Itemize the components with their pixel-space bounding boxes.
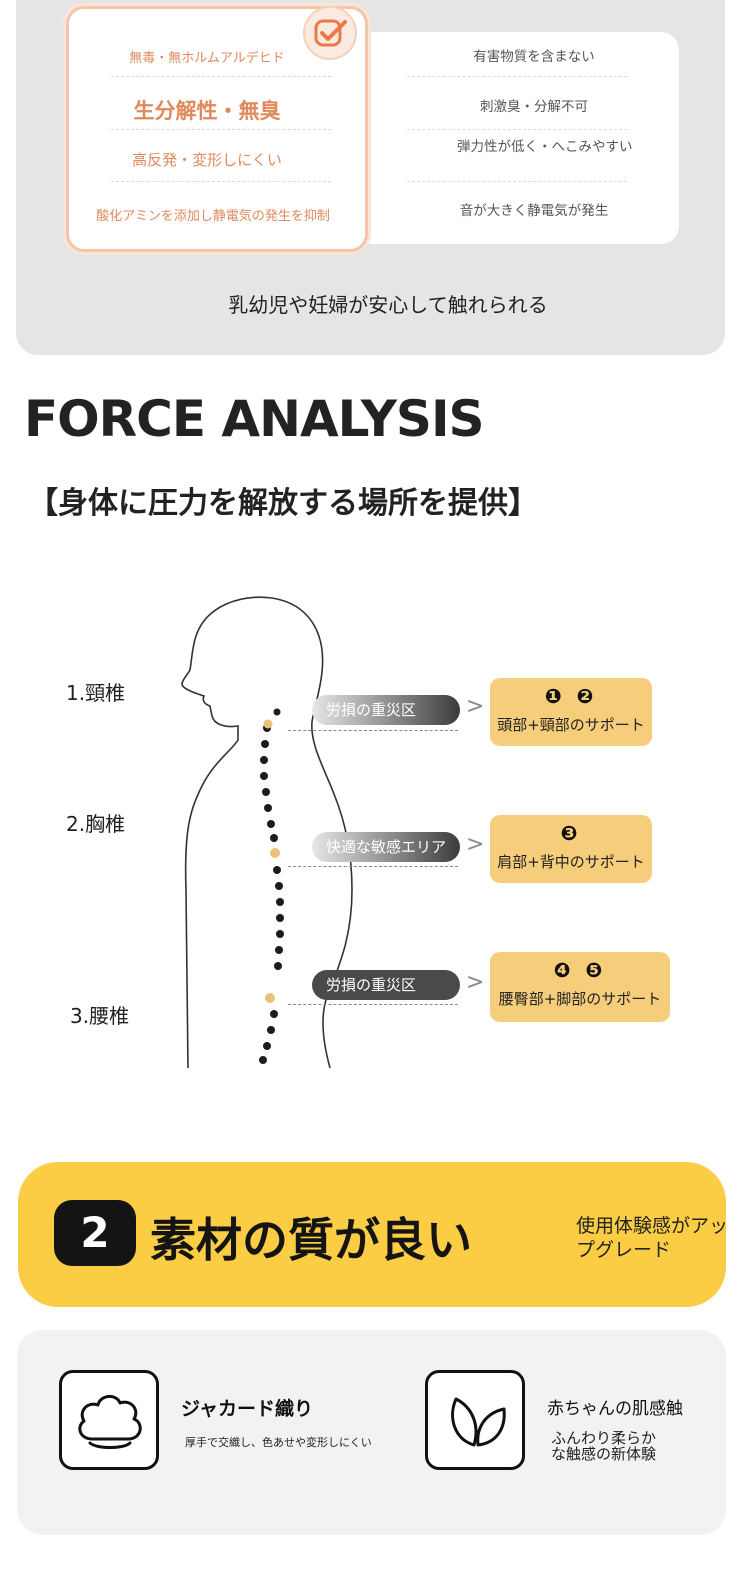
- zone-numbers: ❶ ❷: [544, 684, 598, 708]
- spine-label-thoracic: 2.胸椎: [66, 812, 126, 836]
- material-side-text: 使用体験感がアップグレード: [576, 1215, 729, 1261]
- support-box-waist-legs: ❹ ❺ 腰臀部+脚部のサポート: [490, 952, 670, 1022]
- others-item: 音が大きく静電気が発生: [459, 203, 609, 219]
- zone-pill: 快適な敏感エリア: [312, 832, 460, 862]
- others-panel: 有害物質を含まない 刺激臭・分解不可 弾力性が低く・へこみやすい 音が大きく静電…: [345, 32, 679, 244]
- feature-title-baby-skin: 赤ちゃんの肌感触: [547, 1399, 683, 1419]
- zone-numbers: ❸: [560, 821, 582, 845]
- others-item: 刺激臭・分解不可: [480, 99, 588, 115]
- arrow-icon: >: [466, 694, 485, 719]
- divider: [111, 76, 331, 77]
- divider: [407, 76, 627, 77]
- spine-label-lumbar: 3.腰椎: [70, 1004, 130, 1028]
- support-box-shoulder-back: ❸ 肩部+背中のサポート: [490, 815, 652, 883]
- feature-desc-baby-skin: ふんわり柔らかな触感の新体験: [551, 1429, 657, 1463]
- others-item: 弾力性が低く・へこみやすい: [457, 139, 633, 155]
- divider: [111, 129, 331, 130]
- divider: [111, 181, 331, 182]
- ours-item: 無毒・無ホルムアルデヒド: [129, 51, 285, 66]
- ours-item: 酸化アミンを添加し静電気の発生を抑制: [96, 209, 330, 224]
- zone-numbers: ❹ ❺: [553, 958, 607, 982]
- divider: [407, 129, 627, 130]
- arrow-icon: >: [466, 832, 485, 857]
- body-silhouette-illustration: [181, 596, 353, 1069]
- ours-item: 高反発・変形しにくい: [132, 151, 282, 169]
- pointer-line: [288, 1004, 458, 1005]
- feature-desc-jacquard: 厚手で交織し、色あせや変形しにくい: [185, 1436, 372, 1449]
- pointer-line: [288, 730, 458, 731]
- force-analysis-title: FORCE ANALYSIS: [24, 390, 485, 448]
- zone-support-text: 腰臀部+脚部のサポート: [498, 990, 662, 1008]
- leaf-icon: [425, 1370, 525, 1470]
- material-title: 素材の質が良い: [150, 1213, 472, 1267]
- safety-caption: 乳幼児や妊婦が安心して触れられる: [228, 293, 548, 317]
- zone-pill: 労損の重災区: [312, 970, 460, 1000]
- material-banner: 2 素材の質が良い 使用体験感がアップグレード: [18, 1162, 728, 1307]
- force-analysis-subtitle: 【身体に圧力を解放する場所を提供】: [28, 486, 538, 521]
- check-icon: [303, 6, 357, 60]
- ours-item-highlight: 生分解性・無臭: [133, 99, 281, 123]
- pointer-line: [288, 866, 458, 867]
- zone-pill: 労損の重災区: [312, 695, 460, 725]
- zone-support-text: 頭部+頸部のサポート: [497, 716, 645, 734]
- cloud-icon: [59, 1370, 159, 1470]
- divider: [407, 181, 627, 182]
- others-item: 有害物質を含まない: [473, 49, 595, 65]
- zone-support-text: 肩部+背中のサポート: [497, 853, 645, 871]
- feature-card: ジャカード織り 厚手で交織し、色あせや変形しにくい 赤ちゃんの肌感触 ふんわり柔…: [17, 1330, 726, 1535]
- section-number-badge: 2: [54, 1200, 136, 1266]
- feature-title-jacquard: ジャカード織り: [181, 1398, 314, 1420]
- arrow-icon: >: [466, 970, 485, 995]
- spine-label-cervical: 1.頸椎: [66, 681, 126, 705]
- support-box-head-neck: ❶ ❷ 頭部+頸部のサポート: [490, 678, 652, 746]
